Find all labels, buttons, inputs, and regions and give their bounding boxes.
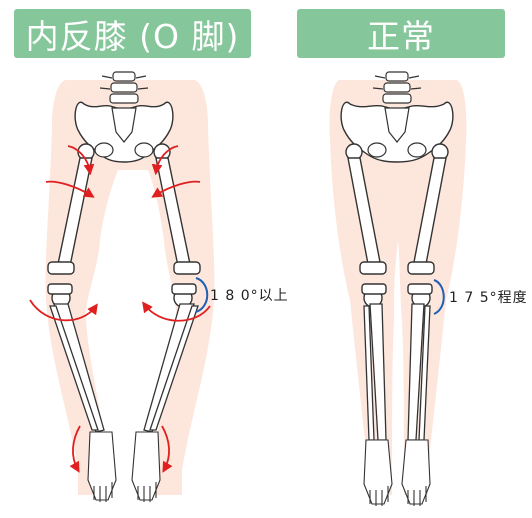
- shins-right: [363, 303, 431, 441]
- arrow-knee-right: [142, 301, 211, 322]
- arrow-ankle-right: [161, 425, 173, 473]
- rotation-arrows: [29, 145, 211, 473]
- arrow-knee-left: [29, 299, 98, 322]
- spine-left: [99, 71, 149, 104]
- femurs-left: [57, 143, 191, 267]
- arrow-thigh-left: [45, 180, 95, 198]
- arrow-thigh-right: [151, 180, 201, 198]
- feet-right: [363, 439, 431, 506]
- arrow-ankle-left: [69, 425, 81, 473]
- bowlegs-figure: [29, 71, 215, 502]
- sacrum-right: [384, 107, 410, 143]
- angle-label-normal: 1 7 5°程度: [449, 290, 528, 306]
- shins-left: [49, 303, 199, 433]
- feet-left: [87, 431, 161, 502]
- spine-right: [372, 71, 422, 104]
- knees-right: [359, 261, 435, 308]
- title-bowlegs: 内反膝 (O 脚): [14, 9, 251, 58]
- angle-arc-left: [195, 277, 209, 313]
- normal-figure: [329, 71, 467, 506]
- title-normal: 正常: [297, 9, 505, 58]
- angle-label-bowlegs: 1 8 0°以上: [210, 288, 289, 304]
- sacrum-left: [111, 107, 137, 143]
- arrow-hip-right: [151, 145, 179, 176]
- arrow-hip-left: [67, 145, 95, 176]
- angle-arc-right: [433, 279, 445, 315]
